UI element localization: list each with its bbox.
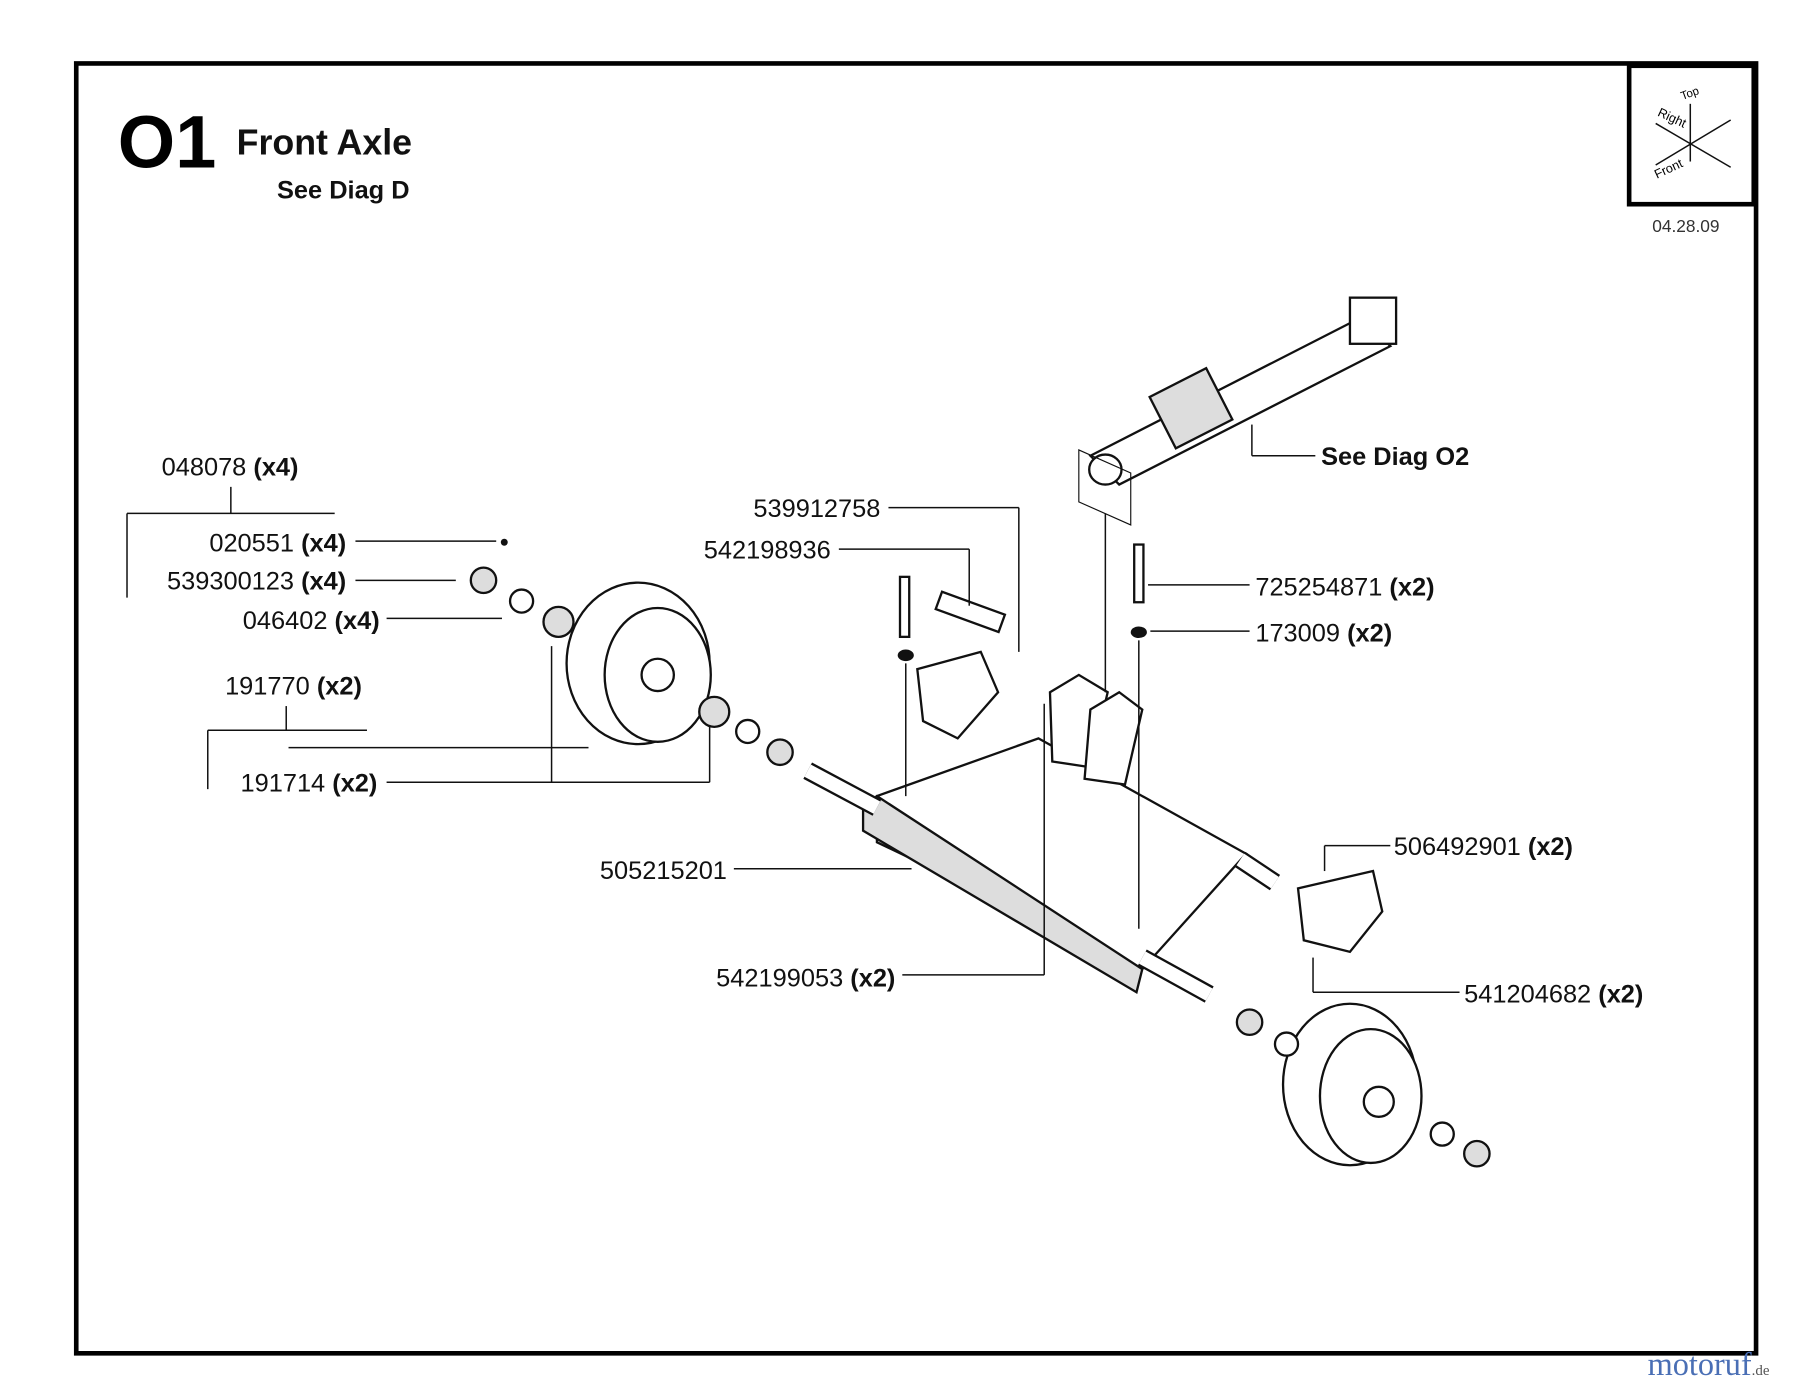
callout-020551[interactable]: 020551 (x4) <box>209 529 346 557</box>
callout-539912758[interactable]: 539912758 <box>753 495 880 523</box>
diagram-frame <box>73 61 1759 1356</box>
callout-191770[interactable]: 191770 (x2) <box>225 673 362 701</box>
callout-048078[interactable]: 048078 (x4) <box>162 453 299 481</box>
callout-505215201[interactable]: 505215201 <box>600 857 727 885</box>
top-axis-label: Top <box>1679 85 1701 103</box>
callout-725254871[interactable]: 725254871 (x2) <box>1255 573 1434 601</box>
orientation-compass-icon: Top Right Front <box>1626 63 1757 207</box>
page-title: Front Axle <box>237 123 412 163</box>
callout-506492901[interactable]: 506492901 (x2) <box>1394 833 1573 861</box>
leader-lines <box>126 424 1460 993</box>
see-diag-o2-link[interactable]: See Diag O2 <box>1321 443 1469 471</box>
see-diag-d-link[interactable]: See Diag D <box>277 176 410 204</box>
callout-173009[interactable]: 173009 (x2) <box>1255 619 1392 647</box>
callout-542198936[interactable]: 542198936 <box>704 536 831 564</box>
callout-539300123[interactable]: 539300123 (x4) <box>167 568 346 596</box>
callout-191714[interactable]: 191714 (x2) <box>240 769 377 797</box>
revision-date: 04.28.09 <box>1652 216 1719 236</box>
axle-assembly-drawing <box>469 296 1491 1168</box>
callout-046402[interactable]: 046402 (x4) <box>243 607 380 635</box>
callout-542199053[interactable]: 542199053 (x2) <box>716 964 895 992</box>
watermark-logo: motoruf.de <box>1648 1346 1770 1381</box>
section-code: O1 <box>118 100 217 183</box>
callout-541204682[interactable]: 541204682 (x2) <box>1464 981 1643 1009</box>
